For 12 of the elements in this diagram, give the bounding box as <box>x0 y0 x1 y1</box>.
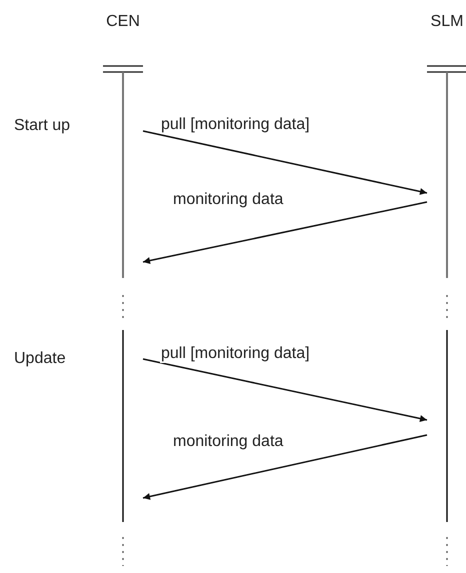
phase-label: Update <box>14 350 66 368</box>
message-arrow <box>142 434 428 500</box>
message-label: monitoring data <box>172 191 284 209</box>
participant-name: SLM <box>430 13 464 31</box>
participant-name: CEN <box>105 13 141 31</box>
phase-label: Start up <box>14 117 70 135</box>
message-label: pull [monitoring data] <box>160 116 311 134</box>
message-label: monitoring data <box>172 433 284 451</box>
message-label: pull [monitoring data] <box>160 345 311 363</box>
message-arrow <box>142 130 428 195</box>
message-arrow <box>142 358 428 422</box>
message-arrow <box>142 201 428 264</box>
